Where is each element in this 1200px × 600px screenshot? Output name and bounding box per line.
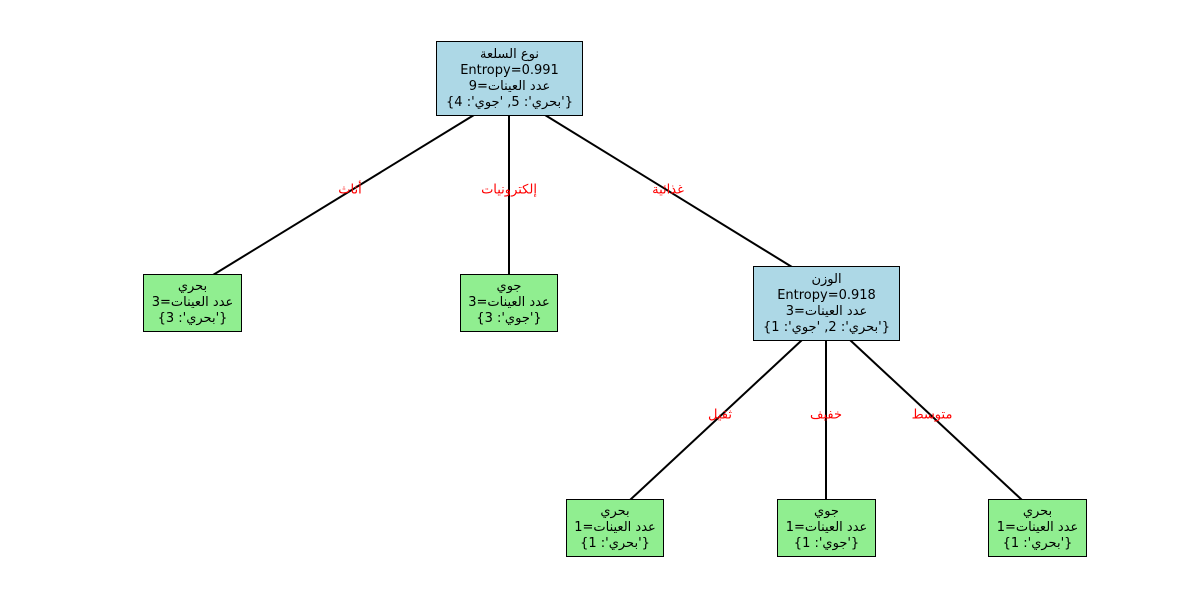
edge-weight-heavy (629, 339, 803, 501)
node-feature: نوع السلعة (480, 46, 539, 62)
edge-label-heavy: ثقيل (708, 407, 732, 423)
edge-weight-medium (849, 339, 1023, 501)
root-node: نوع السلعة Entropy=0.991 عدد العينات=9 {… (436, 41, 583, 116)
node-class: جوي (496, 279, 522, 294)
node-counts: {'بحري': 1} (580, 536, 650, 551)
leaf-node-heavy: بحري عدد العينات=1 {'بحري': 1} (566, 499, 664, 557)
node-counts: {'بحري': 1} (1002, 536, 1073, 551)
node-counts: {'بحري': 3} (157, 311, 228, 326)
leaf-node-light: جوي عدد العينات=1 {'جوي': 1} (777, 499, 876, 557)
node-samples: عدد العينات=3 (785, 303, 868, 319)
leaf-node-medium: بحري عدد العينات=1 {'بحري': 1} (988, 499, 1087, 557)
edge-label-medium: متوسط (911, 407, 953, 423)
node-entropy: Entropy=0.991 (460, 62, 559, 78)
edge-label-electronics: إلكترونيات (481, 182, 537, 198)
node-feature: الوزن (811, 271, 842, 287)
node-samples: عدد العينات=1 (785, 520, 868, 535)
node-class: جوي (814, 504, 839, 519)
node-counts: {'جوي': 1} (793, 536, 860, 551)
leaf-node-electronics: جوي عدد العينات=3 {'جوي': 3} (460, 274, 558, 332)
node-class: بحري (1022, 504, 1053, 519)
node-samples: عدد العينات=3 (151, 295, 234, 310)
node-class: بحري (177, 279, 208, 294)
edge-label-light: خفيف (810, 407, 842, 423)
weight-node: الوزن Entropy=0.918 عدد العينات=3 {'بحري… (753, 266, 900, 341)
node-entropy: Entropy=0.918 (777, 287, 876, 303)
edge-root-weight (544, 114, 793, 268)
node-samples: عدد العينات=1 (996, 520, 1079, 535)
edge-label-food: غذائية (652, 182, 684, 198)
node-counts: {'جوي': 3} (476, 311, 542, 326)
leaf-node-furniture: بحري عدد العينات=3 {'بحري': 3} (143, 274, 242, 332)
node-samples: عدد العينات=1 (574, 520, 656, 535)
edge-label-furniture: أثاث (338, 182, 362, 198)
node-counts: {'بحري': 2, 'جوي': 1} (763, 319, 890, 335)
node-class: بحري (600, 504, 630, 519)
edge-root-furniture (212, 114, 475, 276)
node-samples: عدد العينات=9 (468, 78, 551, 94)
node-samples: عدد العينات=3 (468, 295, 550, 310)
node-counts: {'بحري': 5, 'جوي': 4} (446, 94, 573, 110)
